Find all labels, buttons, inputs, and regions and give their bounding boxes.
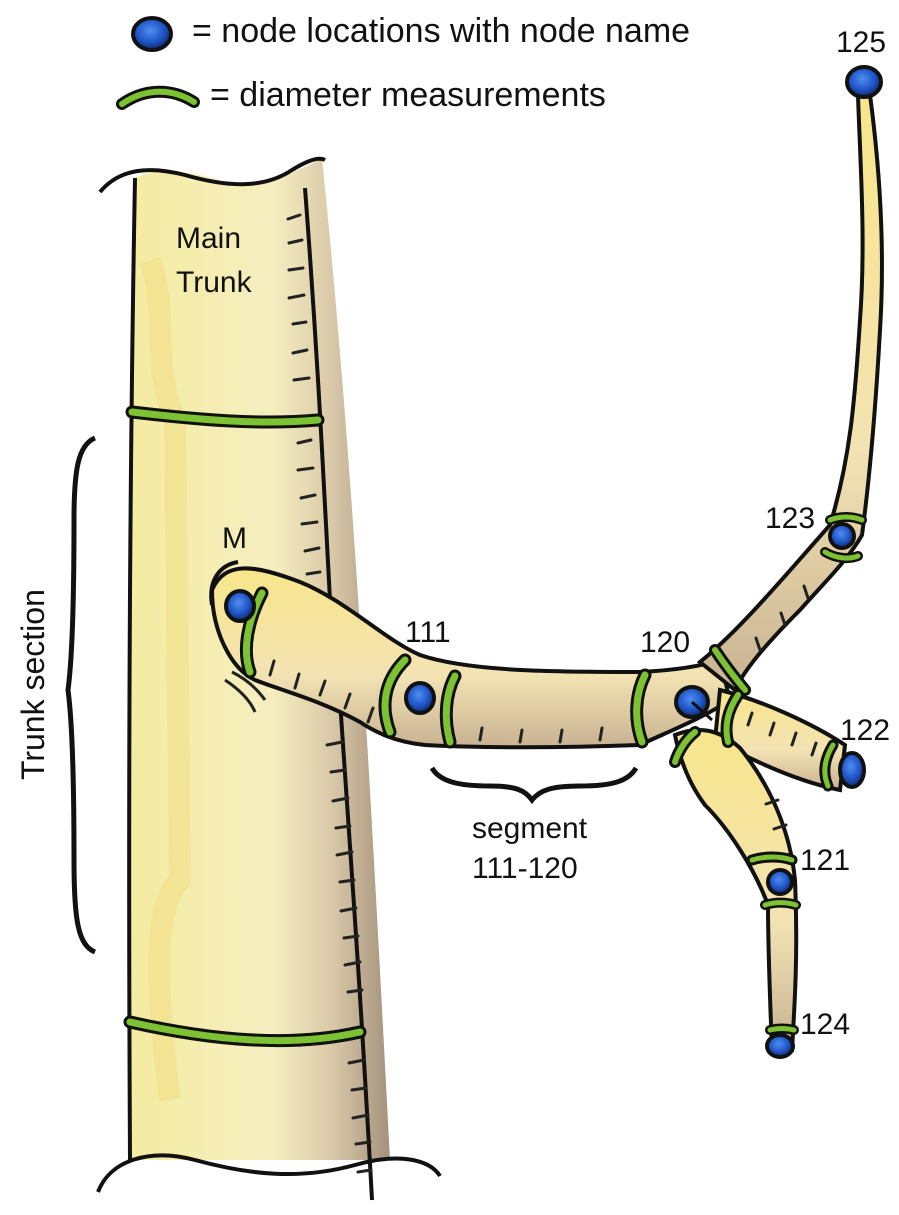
node-m	[226, 591, 254, 621]
segment-annotation: segment 111-120	[432, 768, 636, 885]
node-124	[767, 1035, 793, 1057]
legend: = node locations with node name = diamet…	[122, 12, 690, 114]
node-111	[406, 683, 434, 713]
node-label-123: 123	[765, 502, 815, 535]
trunk-section-annotation: Trunk section	[15, 438, 95, 952]
legend-diameter-text: = diameter measurements	[210, 76, 606, 114]
node-label-125: 125	[836, 26, 886, 59]
trunk-section-brace	[68, 438, 95, 952]
legend-node-icon	[133, 18, 171, 50]
legend-node-text: = node locations with node name	[192, 12, 690, 50]
node-125	[847, 67, 881, 97]
segment-label-line2: 111-120	[472, 852, 578, 885]
node-label-m: M	[222, 522, 247, 555]
trunk-bottom-cut	[98, 1155, 440, 1192]
branch-120-125	[700, 95, 882, 690]
node-122	[840, 753, 864, 787]
node-label-124: 124	[800, 1008, 850, 1041]
node-label-122: 122	[840, 714, 890, 747]
segment-label-line1: segment	[472, 812, 588, 845]
trunk-label-trunk: Trunk	[176, 266, 253, 299]
node-121	[768, 870, 792, 894]
trunk-section-label: Trunk section	[15, 589, 51, 780]
trunk-label-main: Main	[176, 222, 241, 255]
segment-brace	[432, 768, 636, 800]
node-label-121: 121	[800, 844, 850, 877]
node-123	[830, 524, 854, 548]
node-label-111: 111	[405, 616, 451, 649]
node-label-120: 120	[640, 626, 690, 659]
